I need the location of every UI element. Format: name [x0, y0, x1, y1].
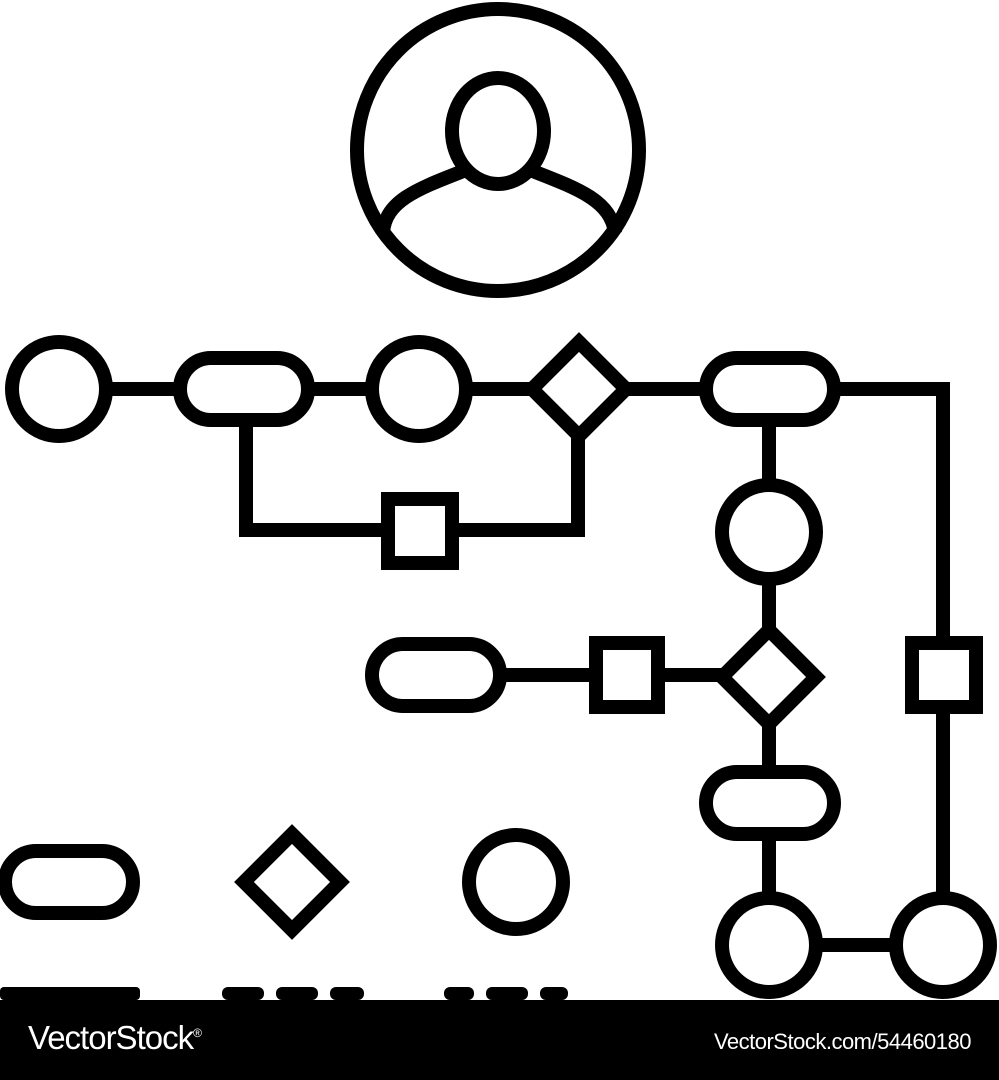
flowchart-illustration	[0, 2, 997, 1000]
end-node-circle	[889, 891, 997, 999]
avatar-circle	[350, 2, 646, 298]
decision-node-diamond	[712, 620, 826, 734]
legend-shapes	[0, 824, 570, 940]
watermark-footer: VectorStock® VectorStock.com/54460180	[0, 1000, 999, 1080]
process-node-pill	[699, 351, 841, 427]
avatar-head	[445, 71, 551, 191]
connector-node-circle	[715, 478, 823, 586]
brand-mark: ®	[193, 1026, 202, 1040]
legend-diamond	[234, 824, 350, 940]
ground-dashes	[0, 987, 568, 1000]
process-node-square	[381, 492, 459, 570]
brand-logo: VectorStock®	[28, 1019, 202, 1057]
flowchart-nodes	[5, 332, 997, 999]
connector-node-circle	[365, 335, 473, 443]
decision-node-diamond	[522, 332, 636, 446]
end-node-circle	[715, 891, 823, 999]
legend-circle	[462, 828, 570, 936]
process-node-square	[905, 636, 983, 714]
connector-lines	[104, 382, 950, 952]
process-node-square	[589, 636, 665, 714]
process-node-pill	[699, 765, 841, 841]
image-id-label: VectorStock.com/54460180	[713, 1029, 972, 1054]
terminal-node-pill	[365, 637, 507, 713]
process-node-pill	[173, 351, 315, 427]
avatar-shoulders	[376, 163, 622, 235]
start-node-circle	[5, 335, 113, 443]
legend-pill	[0, 844, 140, 920]
brand-name: VectorStock	[28, 1019, 194, 1056]
user-avatar-icon	[350, 2, 646, 298]
